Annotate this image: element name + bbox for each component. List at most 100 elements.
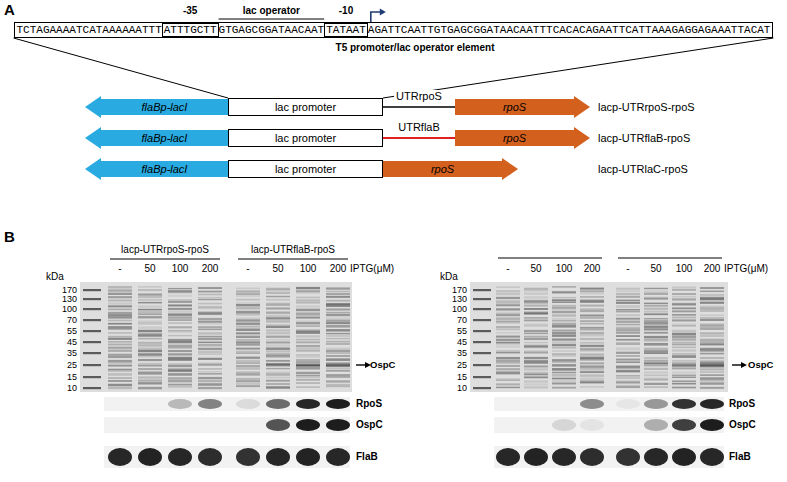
protein-band bbox=[266, 304, 290, 306]
protein-band bbox=[296, 292, 320, 294]
protein-band bbox=[552, 355, 576, 356]
protein-band bbox=[700, 379, 724, 381]
protein-band bbox=[138, 311, 162, 313]
operator-line bbox=[219, 19, 325, 20]
protein-band bbox=[672, 368, 696, 370]
protein-band bbox=[580, 316, 604, 318]
protein-band bbox=[496, 297, 520, 299]
protein-band bbox=[580, 350, 604, 352]
protein-band bbox=[296, 377, 320, 378]
protein-band bbox=[616, 355, 640, 357]
protein-band bbox=[108, 341, 132, 343]
protein-band bbox=[108, 373, 132, 376]
blot-band bbox=[552, 419, 576, 431]
protein-band bbox=[580, 378, 604, 380]
marker-size: 35 bbox=[457, 348, 467, 358]
blot-band bbox=[644, 419, 668, 431]
protein-band bbox=[108, 312, 132, 314]
ospc-band bbox=[700, 364, 724, 367]
protein-band bbox=[296, 372, 320, 374]
edge-label: UTRflaB bbox=[396, 121, 442, 134]
protein-band bbox=[296, 345, 320, 347]
node-label: lac promoter bbox=[275, 132, 336, 144]
arrow-body bbox=[455, 127, 590, 149]
protein-band bbox=[138, 382, 162, 384]
protein-band bbox=[580, 342, 604, 344]
element-label: T5 promoter/lac operator element bbox=[336, 42, 495, 54]
protein-band bbox=[644, 305, 668, 307]
protein-band bbox=[108, 384, 132, 386]
protein-band bbox=[326, 291, 350, 293]
protein-band bbox=[644, 383, 668, 385]
protein-band bbox=[672, 319, 696, 321]
pointer-arrow bbox=[356, 364, 366, 365]
protein-band bbox=[496, 322, 520, 324]
protein-band bbox=[552, 346, 576, 348]
protein-band bbox=[644, 293, 668, 295]
protein-band bbox=[524, 365, 548, 367]
protein-band bbox=[672, 387, 696, 389]
protein-band bbox=[296, 309, 320, 311]
protein-band bbox=[266, 332, 290, 334]
protein-band bbox=[616, 370, 640, 372]
blot-band bbox=[198, 448, 222, 466]
protein-band bbox=[236, 313, 260, 316]
protein-band bbox=[644, 326, 668, 328]
protein-band bbox=[552, 330, 576, 332]
protein-band bbox=[326, 384, 350, 385]
protein-band bbox=[138, 379, 162, 381]
protein-band bbox=[700, 348, 724, 350]
protein-band bbox=[580, 315, 604, 317]
pointer-arrow-head bbox=[741, 362, 747, 368]
protein-band bbox=[326, 341, 350, 343]
protein-band bbox=[168, 373, 192, 375]
protein-band bbox=[700, 291, 724, 292]
protein-band bbox=[266, 329, 290, 331]
protein-band bbox=[552, 380, 576, 382]
protein-band bbox=[552, 387, 576, 389]
protein-band bbox=[672, 303, 696, 305]
protein-band bbox=[326, 314, 350, 316]
marker-size: 55 bbox=[67, 326, 77, 336]
protein-band bbox=[672, 377, 696, 378]
protein-band bbox=[236, 322, 260, 324]
blot-band bbox=[296, 419, 320, 431]
protein-band bbox=[524, 386, 548, 388]
protein-band bbox=[552, 344, 576, 346]
protein-band bbox=[700, 371, 724, 373]
protein-band bbox=[236, 293, 260, 295]
ladder-band bbox=[83, 330, 101, 332]
protein-band bbox=[236, 385, 260, 387]
protein-band bbox=[236, 348, 260, 350]
protein-band bbox=[198, 299, 222, 300]
protein-band bbox=[326, 358, 350, 361]
protein-band bbox=[108, 354, 132, 356]
protein-band bbox=[108, 360, 132, 362]
blot-band bbox=[672, 419, 696, 431]
protein-band bbox=[496, 373, 520, 374]
protein-band bbox=[496, 328, 520, 330]
protein-band bbox=[326, 329, 350, 331]
protein-band bbox=[644, 336, 668, 338]
protein-band bbox=[580, 310, 604, 312]
protein-band bbox=[168, 330, 192, 331]
protein-band bbox=[108, 314, 132, 316]
protein-band bbox=[524, 325, 548, 327]
protein-band bbox=[700, 302, 724, 304]
lane-label: 200 bbox=[704, 263, 721, 275]
protein-band bbox=[138, 350, 162, 353]
protein-band bbox=[672, 296, 696, 298]
protein-band bbox=[266, 355, 290, 357]
blot-strip bbox=[104, 446, 350, 468]
protein-band bbox=[168, 292, 192, 294]
protein-band bbox=[168, 380, 192, 382]
gel-image bbox=[470, 258, 747, 468]
protein-band bbox=[138, 334, 162, 336]
ladder-band bbox=[83, 364, 101, 366]
protein-band bbox=[644, 386, 668, 388]
protein-band bbox=[496, 344, 520, 346]
protein-band bbox=[496, 346, 520, 348]
protein-band bbox=[198, 307, 222, 309]
protein-band bbox=[700, 368, 724, 370]
protein-band bbox=[496, 332, 520, 334]
